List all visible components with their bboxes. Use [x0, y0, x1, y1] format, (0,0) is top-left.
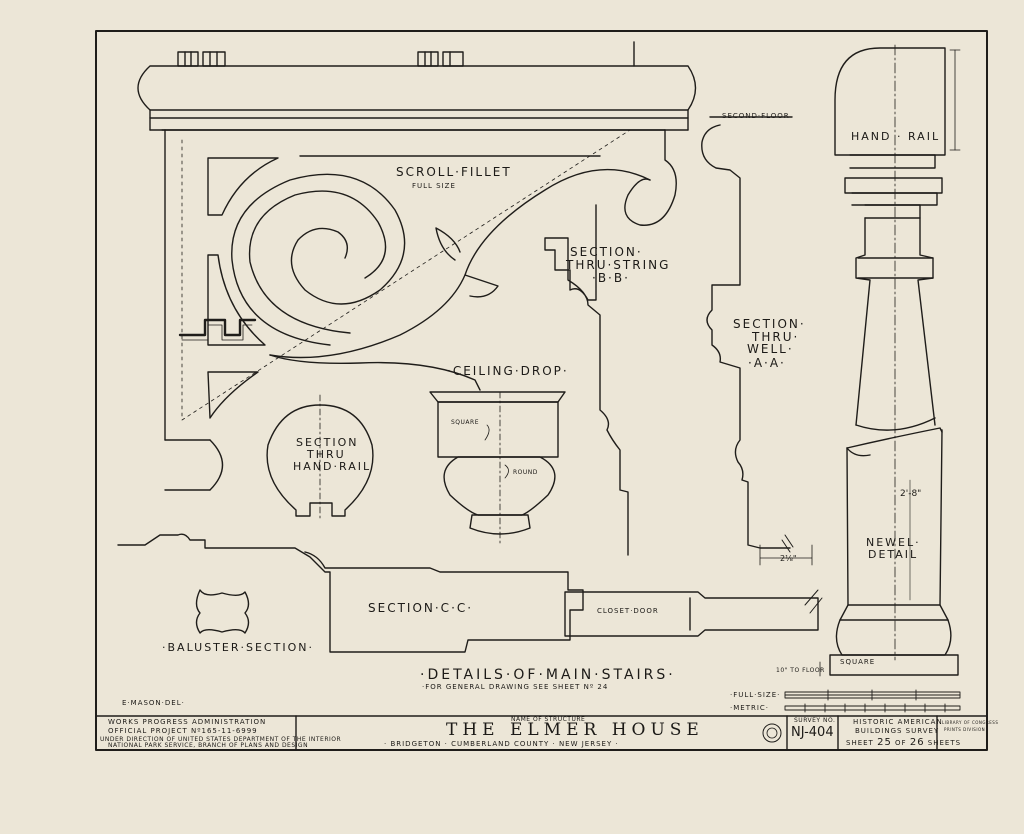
sheet-suffix: SHEETS [927, 739, 962, 747]
newel-label-2: DETAIL [868, 548, 919, 561]
habs-line-1: HISTORIC AMERICAN [853, 718, 943, 726]
baluster-section-label: ·BALUSTER·SECTION· [162, 641, 314, 654]
scroll-fillet-label: SCROLL·FILLET [396, 165, 512, 179]
well-section-profile [701, 116, 813, 566]
section-handrail-label-3: HAND·RAIL [293, 460, 372, 473]
newel-height-dim: 2'-8" [900, 489, 922, 499]
handrail-section-drawing [266, 394, 374, 521]
habs-line-2: BUILDINGS SURVEY [855, 727, 940, 735]
delineator: E·MASON·DEL· [122, 699, 185, 707]
title-block-frame [95, 715, 988, 751]
string-section-profile [544, 204, 629, 556]
section-string-label-3: ·B·B· [592, 271, 630, 285]
section-well-label-4: ·A·A· [748, 356, 786, 370]
section-well-label-2: THRU· [752, 330, 800, 344]
ceiling-square-note: SQUARE [451, 419, 479, 426]
newel-square-note: SQUARE [840, 658, 876, 666]
newel-post-drawing [819, 44, 961, 677]
section-well-label-3: WELL· [747, 342, 794, 356]
well-width-dim: 2⅛" [780, 554, 797, 563]
wpa-line-3: UNDER DIRECTION OF UNITED STATES DEPARTM… [100, 736, 342, 743]
ceiling-round-note: ROUND [513, 469, 538, 476]
section-string-label-1: SECTION· [570, 245, 643, 259]
sheet-of: OF [895, 739, 907, 747]
hand-rail-label: HAND · RAIL [851, 130, 941, 143]
baluster-section-shape [195, 589, 250, 634]
section-well-label-1: SECTION· [733, 317, 806, 331]
sheet-border [95, 30, 988, 751]
section-cc-label: SECTION·C·C· [368, 601, 474, 615]
sheet-count: SHEET 25 OF 26 SHEETS [846, 737, 962, 749]
wpa-line-1: WORKS PROGRESS ADMINISTRATION [108, 718, 267, 726]
sheet-prefix: SHEET [846, 739, 874, 747]
ceiling-drop-drawing [429, 391, 566, 546]
structure-location: · BRIDGETON · CUMBERLAND COUNTY · NEW JE… [384, 740, 619, 748]
closet-door-profile [564, 591, 819, 637]
wpa-line-4: NATIONAL PARK SERVICE, BRANCH OF PLANS A… [108, 742, 309, 749]
ceiling-drop-label: ·CEILING·DROP· [447, 364, 569, 378]
metric-scale-label: ·METRIC· [730, 704, 770, 712]
closet-door-label: CLOSET·DOOR [597, 607, 659, 615]
to-floor-note: 10" TO FLOOR [776, 667, 825, 674]
drawing-caption-subtitle: ·FOR GENERAL DRAWING SEE SHEET Nº 24 [422, 683, 609, 691]
library-note-1: LIBRARY OF CONGRESS [942, 720, 999, 725]
survey-number: NJ-404 [791, 725, 834, 740]
second-floor-label: SECOND·FLOOR [722, 112, 790, 120]
survey-no-label: SURVEY NO. [794, 717, 836, 724]
section-string-label-2: THRU·STRING [566, 258, 671, 272]
full-size-note: FULL SIZE [412, 182, 456, 190]
wpa-line-2: OFFICIAL PROJECT Nº165-11-6999 [108, 727, 258, 735]
full-size-scale-label: ·FULL·SIZE· [730, 691, 781, 699]
scroll-fillet-drawing [137, 41, 697, 491]
section-cc-profile [117, 533, 584, 653]
section-handrail-label-2: THRU [307, 448, 346, 461]
newel-label-1: NEWEL· [866, 536, 921, 549]
library-note-2: PRINTS DIVISION [944, 727, 986, 732]
sheet-number: 25 [877, 737, 892, 748]
drawing-caption-title: ·DETAILS·OF·MAIN·STAIRS· [420, 667, 676, 683]
section-handrail-label-1: SECTION [296, 436, 359, 449]
structure-name-label: NAME OF STRUCTURE [511, 716, 586, 723]
scale-bars [784, 689, 961, 713]
structure-name: THE ELMER HOUSE [446, 720, 704, 740]
sheet-total: 26 [909, 737, 925, 748]
